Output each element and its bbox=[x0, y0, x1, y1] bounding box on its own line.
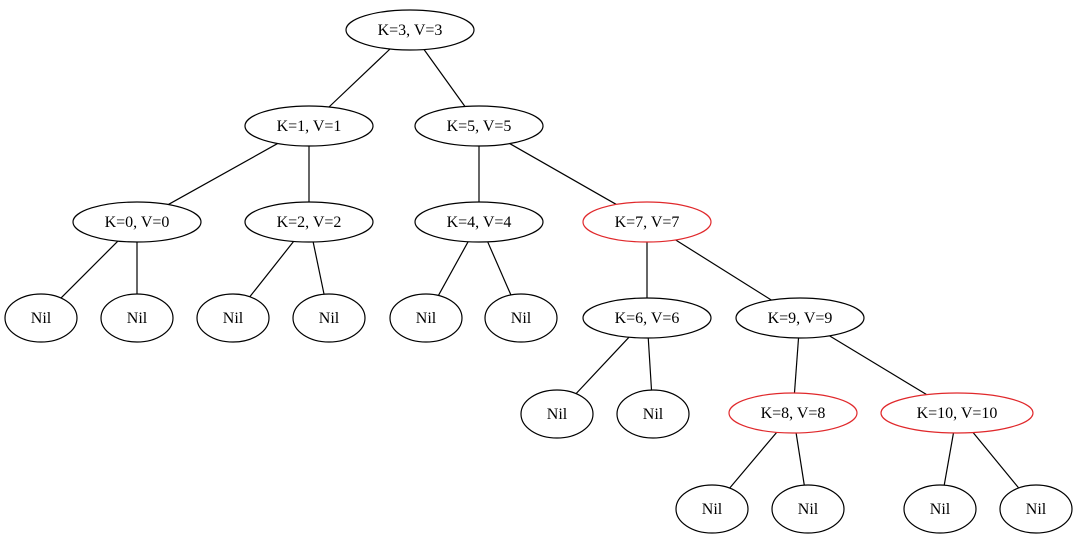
edge-n6-nilH bbox=[647, 337, 653, 391]
node-ellipse bbox=[414, 201, 544, 243]
nil-node: Nil bbox=[903, 484, 977, 534]
node-ellipse bbox=[196, 293, 270, 343]
node-ellipse bbox=[582, 201, 712, 243]
node-label: K=6, V=6 bbox=[615, 310, 680, 327]
node-ellipse bbox=[771, 484, 845, 534]
nil-node: Nil bbox=[196, 293, 270, 343]
node-label: Nil bbox=[643, 406, 664, 423]
tree-node-n9: K=9, V=9 bbox=[735, 297, 865, 339]
tree-node-n6: K=6, V=6 bbox=[582, 297, 712, 339]
edge-n4-nilF bbox=[487, 241, 512, 296]
node-label: Nil bbox=[1026, 501, 1047, 518]
node-ellipse bbox=[292, 293, 366, 343]
node-ellipse bbox=[616, 389, 690, 439]
edge-n10-nilL bbox=[972, 432, 1020, 489]
tree-node-n1: K=1, V=1 bbox=[244, 105, 374, 147]
node-label: Nil bbox=[416, 310, 437, 327]
node-label: K=10, V=10 bbox=[917, 405, 998, 422]
node-label: Nil bbox=[319, 310, 340, 327]
node-ellipse bbox=[244, 105, 374, 147]
nil-node: Nil bbox=[292, 293, 366, 343]
node-label: Nil bbox=[223, 310, 244, 327]
node-label: K=7, V=7 bbox=[615, 214, 680, 231]
nil-node: Nil bbox=[771, 484, 845, 534]
nil-node: Nil bbox=[100, 293, 174, 343]
node-ellipse bbox=[880, 392, 1034, 434]
tree-node-n2: K=2, V=2 bbox=[244, 201, 374, 243]
node-label: K=9, V=9 bbox=[768, 310, 833, 327]
node-ellipse bbox=[728, 392, 858, 434]
edge-n5-n7 bbox=[509, 143, 617, 205]
edge-n2-nilD bbox=[312, 241, 325, 295]
edge-n9-n10 bbox=[829, 335, 928, 396]
tree-node-n4: K=4, V=4 bbox=[414, 201, 544, 243]
node-label: K=8, V=8 bbox=[761, 405, 826, 422]
node-label: Nil bbox=[511, 310, 532, 327]
tree-node-n3: K=3, V=3 bbox=[345, 9, 475, 51]
node-ellipse bbox=[389, 293, 463, 343]
nil-node: Nil bbox=[520, 389, 594, 439]
edge-n2-nilC bbox=[249, 241, 295, 298]
nil-node: Nil bbox=[389, 293, 463, 343]
nil-node: Nil bbox=[999, 484, 1073, 534]
tree-node-n8: K=8, V=8 bbox=[728, 392, 858, 434]
node-ellipse bbox=[414, 105, 544, 147]
node-ellipse bbox=[520, 389, 594, 439]
nil-node: Nil bbox=[484, 293, 558, 343]
node-ellipse bbox=[100, 293, 174, 343]
edge-n10-nilK bbox=[943, 432, 955, 486]
node-ellipse bbox=[675, 484, 749, 534]
node-ellipse bbox=[345, 9, 475, 51]
node-label: K=3, V=3 bbox=[378, 22, 443, 39]
node-ellipse bbox=[484, 293, 558, 343]
edge-n8-nilI bbox=[729, 431, 778, 489]
edge-n3-n5 bbox=[423, 49, 466, 107]
edge-n3-n1 bbox=[328, 48, 391, 108]
node-label: Nil bbox=[127, 310, 148, 327]
edge-n4-nilE bbox=[437, 241, 469, 296]
nodes-layer: K=3, V=3K=1, V=1 K=5, V=5K=0, V=0 K=2, V=2… bbox=[4, 9, 1073, 534]
edge-n8-nilJ bbox=[795, 432, 805, 486]
tree-node-n5: K=5, V=5 bbox=[414, 105, 544, 147]
edge-n6-nilG bbox=[575, 336, 630, 395]
node-label: Nil bbox=[31, 310, 52, 327]
node-label: Nil bbox=[798, 501, 819, 518]
node-label: K=1, V=1 bbox=[277, 118, 342, 135]
edge-n0-nilA bbox=[60, 240, 119, 299]
node-ellipse bbox=[582, 297, 712, 339]
node-ellipse bbox=[4, 293, 78, 343]
edges-layer bbox=[60, 48, 1020, 489]
nil-node: Nil bbox=[675, 484, 749, 534]
node-label: Nil bbox=[547, 406, 568, 423]
nil-node: Nil bbox=[4, 293, 78, 343]
tree-node-n7: K=7, V=7 bbox=[582, 201, 712, 243]
edge-n1-n0 bbox=[167, 142, 279, 206]
nil-node: Nil bbox=[616, 389, 690, 439]
tree-node-n10: K=10, V=10 bbox=[880, 392, 1034, 434]
node-label: K=0, V=0 bbox=[105, 214, 170, 231]
edge-n7-n9 bbox=[675, 239, 772, 301]
edge-n9-n8 bbox=[793, 337, 800, 394]
node-label: Nil bbox=[702, 501, 723, 518]
tree-node-n0: K=0, V=0 bbox=[72, 201, 202, 243]
node-ellipse bbox=[72, 201, 202, 243]
node-label: K=5, V=5 bbox=[447, 118, 512, 135]
node-ellipse bbox=[735, 297, 865, 339]
node-label: Nil bbox=[930, 501, 951, 518]
node-ellipse bbox=[903, 484, 977, 534]
node-ellipse bbox=[999, 484, 1073, 534]
node-label: K=2, V=2 bbox=[277, 214, 342, 231]
node-label: K=4, V=4 bbox=[447, 214, 512, 231]
node-ellipse bbox=[244, 201, 374, 243]
